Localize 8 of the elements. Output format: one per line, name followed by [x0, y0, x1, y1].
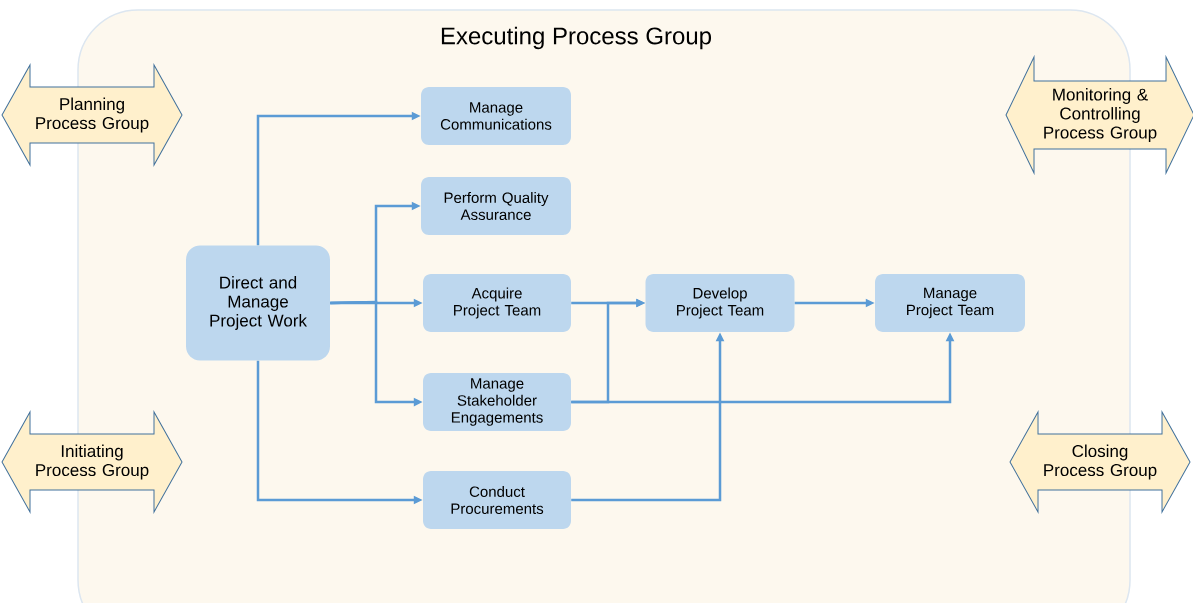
process-box: Acquire Project Team [423, 274, 571, 332]
process-box: Conduct Procurements [423, 471, 571, 529]
process-box: Manage Project Team [875, 274, 1025, 332]
process-box: Direct and Manage Project Work [186, 245, 330, 361]
process-box: Develop Project Team [645, 274, 795, 332]
process-box: Perform Quality Assurance [421, 177, 571, 235]
process-box: Manage Stakeholder Engagements [423, 373, 571, 431]
process-box: Manage Communications [421, 87, 571, 145]
